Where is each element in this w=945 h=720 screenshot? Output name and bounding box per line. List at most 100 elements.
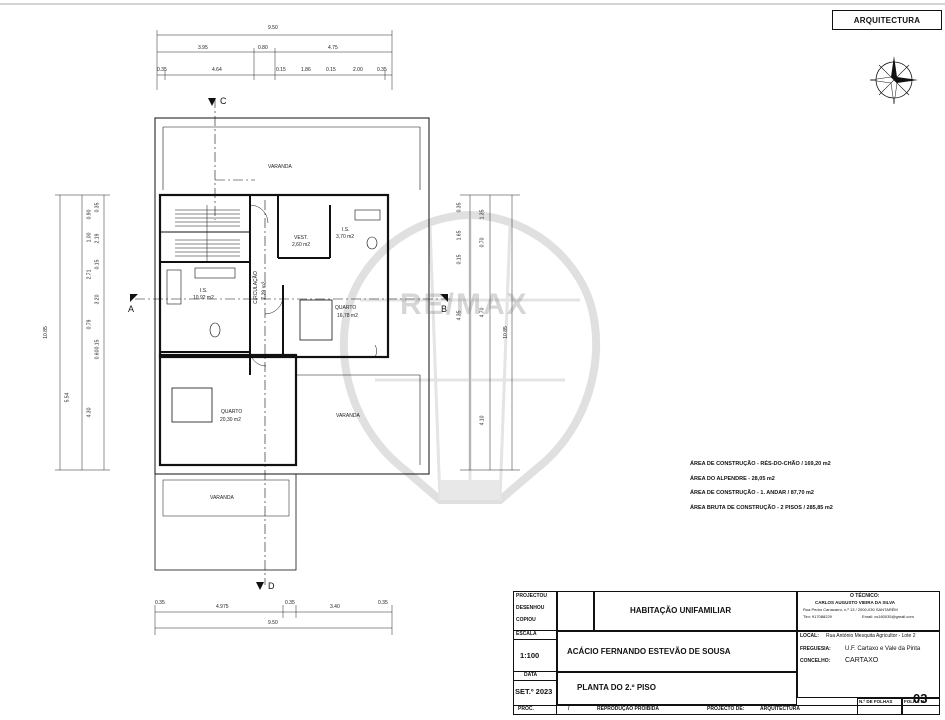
varanda-top-label: VARANDA xyxy=(268,164,292,170)
dim-top-r3-3: 1.86 xyxy=(301,67,311,73)
vest-label: VEST. xyxy=(294,235,308,241)
section-a-label: A xyxy=(128,304,135,314)
dim-top-r2-1: 0.80 xyxy=(258,45,268,51)
sheet-title: PLANTA DO 2.º PISO xyxy=(577,683,656,692)
folha-label: FOLHA N.º xyxy=(904,699,927,704)
concelho-label: CONCELHO: xyxy=(800,658,831,664)
dim-left-small-1: 2.19 xyxy=(94,233,101,244)
dim-top-r2-0: 3.95 xyxy=(198,45,208,51)
dim-left-small-0: 0.35 xyxy=(94,202,101,213)
area-summary: ÁREA DE CONSTRUÇÃO - RÉS-DO-CHÃO / 169,2… xyxy=(690,461,833,519)
area-row: ÁREA DE CONSTRUÇÃO - RÉS-DO-CHÃO / 169,2… xyxy=(690,461,831,467)
dim-left-inner-2: 2.71 xyxy=(86,269,93,280)
owner-name: ACÁCIO FERNANDO ESTEVÃO DE SOUSA xyxy=(567,647,731,656)
dim-left-small-3: 3.20 xyxy=(94,294,101,305)
dim-right-inner-1: 1.65 xyxy=(456,230,463,241)
circulacao-label: CIRCULAÇÃO xyxy=(252,271,259,304)
dim-bot-2: 0.35 xyxy=(285,600,295,606)
project-title: HABITAÇÃO UNIFAMILIAR xyxy=(630,606,732,615)
section-markers xyxy=(130,98,448,590)
escala-value: 1:100 xyxy=(520,651,540,660)
quarto2-area: 20,30 m2 xyxy=(220,417,241,423)
dim-left-inner-4: 4.30 xyxy=(86,407,93,418)
escala-label: ESCALA xyxy=(516,631,537,637)
tecnico-email: Email: cs160035@gmail.com xyxy=(862,614,914,619)
local-value: Rua António Mesquita Agricultor - Lote 2 xyxy=(826,633,916,639)
area-row: ÁREA BRUTA DE CONSTRUÇÃO - 2 PISOS / 285… xyxy=(690,504,833,511)
proc-value: / xyxy=(568,706,570,712)
quarto2-label: QUARTO xyxy=(221,409,243,415)
dim-left-inner-3: 0.79 xyxy=(86,319,93,330)
dim-top-r3-4: 0.15 xyxy=(326,67,336,73)
tecnico-name: CARLOS AUGUSTO VIEIRA DA SILVA xyxy=(815,600,896,605)
discipline-label: ARQUITECTURA xyxy=(853,15,921,25)
projecto-de-label: PROJECTO DE: xyxy=(707,706,745,712)
reproducao-label: REPRODUÇÃO PROIBIDA xyxy=(597,706,659,712)
dim-left-outer: 10.85 xyxy=(42,326,49,339)
dim-right-mid-0: 1.35 xyxy=(479,209,486,220)
dim-bot-0: 0.35 xyxy=(155,600,165,606)
projectou-label: PROJECTOU xyxy=(516,593,548,599)
wc-small-label: I.S. xyxy=(342,227,350,233)
desenhou-label: DESENHOU xyxy=(516,605,545,611)
dim-top-r3-2: 0.15 xyxy=(276,67,286,73)
data-label: DATA xyxy=(524,672,538,678)
wc-left-area: 10,92 m2 xyxy=(193,295,214,301)
area-row: ÁREA DO ALPENDRE - 28,05 m2 xyxy=(690,475,775,482)
dimension-lines xyxy=(55,30,520,635)
freguesia-label: FREGUESIA: xyxy=(800,646,831,652)
section-lines xyxy=(135,98,450,585)
tecnico-label: O TÉCNICO: xyxy=(850,593,880,599)
watermark-text: RE/MAX xyxy=(400,288,529,321)
freguesia-value: U.F. Cartaxo e Vale da Pinta xyxy=(845,646,921,652)
dim-left-mid: 5.54 xyxy=(64,392,71,403)
compass-rose-icon xyxy=(869,56,918,105)
dim-top-r3-6: 0.35 xyxy=(377,67,387,73)
dim-bot-4: 0.35 xyxy=(378,600,388,606)
dim-left-small-5: 0.60 xyxy=(94,349,101,360)
n-folhas-label: N.º DE FOLHAS xyxy=(859,699,893,704)
tecnico-address: Rua Pedro Canavarro, n.º 13 / 2000-030 S… xyxy=(803,607,898,612)
section-b-label: B xyxy=(441,304,448,314)
varanda-bottom-label: VARANDA xyxy=(210,495,234,501)
proc-label: PROC. xyxy=(518,706,534,712)
dim-right-mid-1: 0.70 xyxy=(479,237,486,248)
concelho-value: CARTAXO xyxy=(845,657,879,664)
wc-small-area: 3,70 m2 xyxy=(336,234,355,240)
dim-top-r3-1: 4.64 xyxy=(212,67,222,73)
vest-area: 2,60 m2 xyxy=(292,242,311,248)
dim-bot-1: 4.975 xyxy=(216,604,229,610)
data-value: SET.º 2023 xyxy=(515,687,553,696)
projecto-de-value: ARQUITECTURA xyxy=(760,706,800,712)
quarto1-area: 16,78 m2 xyxy=(337,313,358,319)
dim-right-inner-2: 0.15 xyxy=(456,254,463,265)
discipline-tag: ARQUITECTURA xyxy=(832,10,942,30)
section-c-label: C xyxy=(220,96,227,106)
dim-top-r3-5: 2.00 xyxy=(353,67,363,73)
dim-left-inner-1: 1.00 xyxy=(86,232,93,243)
tecnico-tlm: Tlm: 917088229 xyxy=(803,614,832,619)
section-d-label: D xyxy=(268,581,275,591)
building-walls xyxy=(154,117,430,571)
dim-bot-total: 9.50 xyxy=(268,620,278,626)
dim-right-inner-0: 0.35 xyxy=(456,202,463,213)
local-label: LOCAL: xyxy=(800,633,819,639)
dim-top-r2-2: 4.75 xyxy=(328,45,338,51)
quarto1-label: QUARTO xyxy=(335,305,357,311)
wc-left-label: I.S. xyxy=(200,288,208,294)
dim-right-outer: 10.85 xyxy=(502,326,509,339)
dim-left-small-4: 0.15 xyxy=(94,339,101,350)
copiou-label: COPIOU xyxy=(516,617,536,623)
dim-top-total: 9.50 xyxy=(268,25,278,31)
circulacao-area: 7,29 m2 xyxy=(261,281,268,300)
dim-left-inner-0: 0.90 xyxy=(86,209,93,220)
folha-value: 03 xyxy=(913,691,928,706)
area-row: ÁREA DE CONSTRUÇÃO - 1. ANDAR / 87,70 m2 xyxy=(690,490,814,496)
dim-top-r3-0: 0.35 xyxy=(157,67,167,73)
dim-right-inner-4: 4.10 xyxy=(479,415,486,426)
varanda-right-label: VARANDA xyxy=(336,413,360,419)
dim-bot-3: 3.40 xyxy=(330,604,340,610)
dim-left-small-2: 0.15 xyxy=(94,259,101,270)
